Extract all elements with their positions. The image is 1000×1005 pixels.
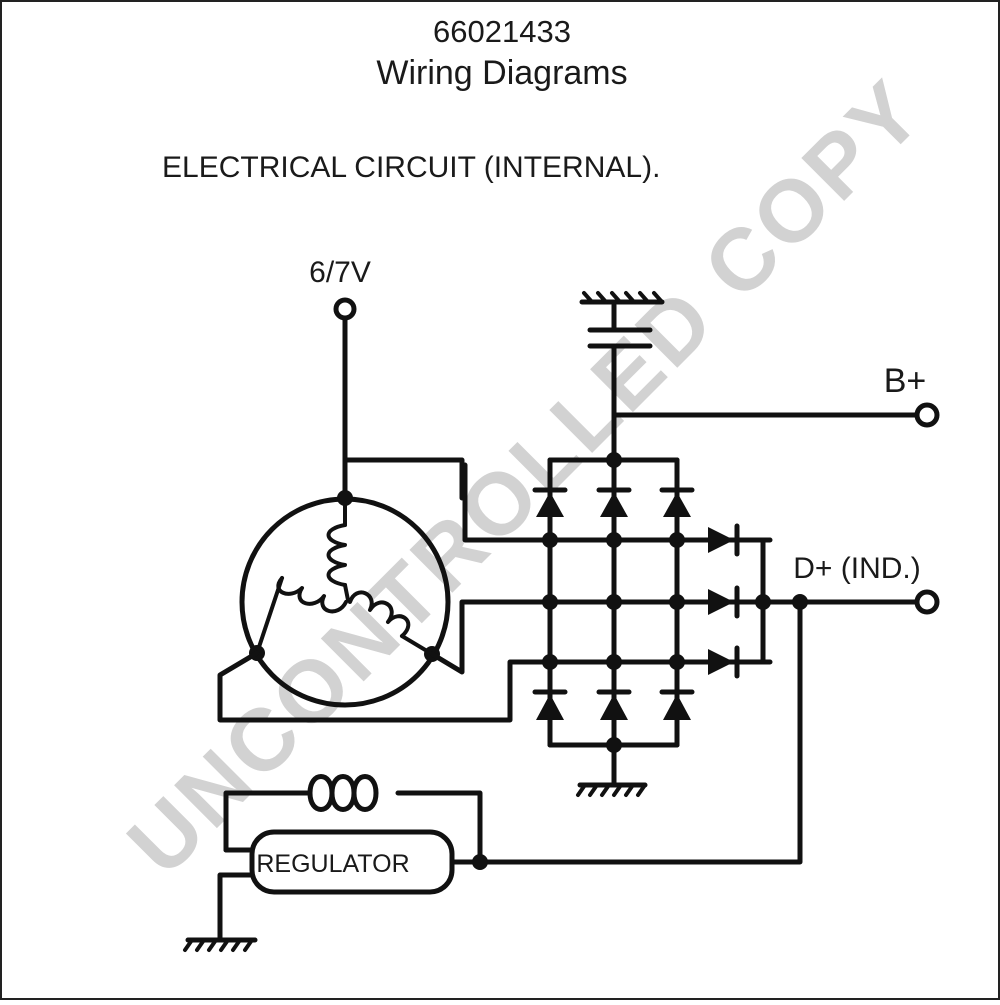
diode-exciter-2 <box>708 585 740 619</box>
diode-positive-1 <box>532 487 568 517</box>
terminal-label-d-plus: D+ (IND.) <box>793 552 921 585</box>
terminal-label-6-7v: 6/7V <box>309 256 371 289</box>
ground-icon <box>183 937 258 952</box>
diagram-heading: ELECTRICAL CIRCUIT (INTERNAL). <box>162 151 660 184</box>
terminal-label-b-plus: B+ <box>884 362 927 400</box>
part-number: 66021433 <box>433 14 571 49</box>
watermark: UNCONTROLLED COPY <box>108 60 942 894</box>
terminal-b-plus <box>914 402 940 428</box>
regulator-label: REGULATOR <box>256 850 409 878</box>
terminal-d-plus <box>914 589 940 615</box>
page-title: Wiring Diagrams <box>376 54 627 92</box>
regulator-box <box>249 829 455 895</box>
terminal-6-7v <box>333 297 357 501</box>
diode-negative-1 <box>532 689 568 720</box>
diode-positive-3 <box>659 487 695 517</box>
diode-exciter-1 <box>708 523 740 557</box>
field-circuit: REGULATOR <box>183 599 803 952</box>
diode-exciter-3 <box>708 645 740 679</box>
diode-negative-2 <box>596 689 632 720</box>
field-coil-icon <box>307 774 379 812</box>
capacitor-icon <box>579 291 665 418</box>
diode-negative-3 <box>659 689 695 720</box>
diode-positive-2 <box>596 487 632 517</box>
rectifier-bridge <box>532 402 940 797</box>
ground-icon <box>576 782 648 797</box>
exciter-diodes <box>708 523 940 679</box>
